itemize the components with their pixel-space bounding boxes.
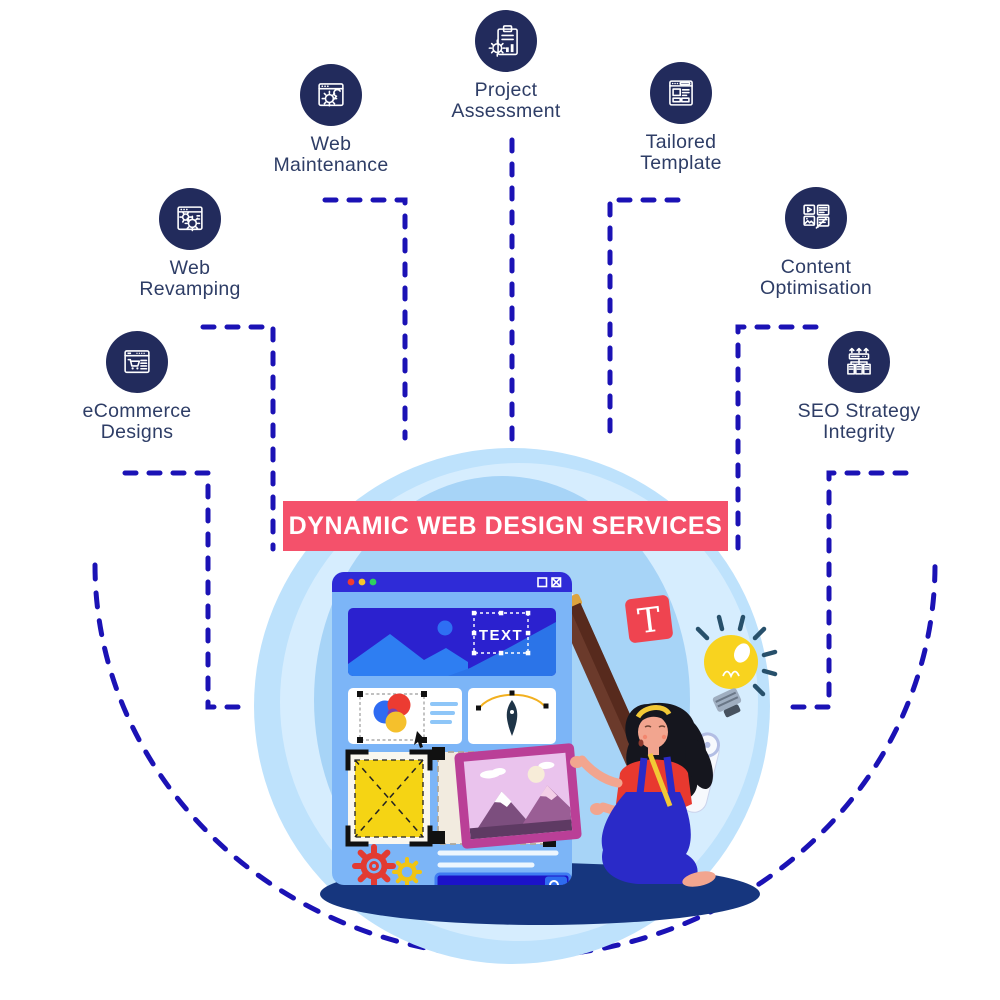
outer-dashed-arc — [92, 562, 938, 960]
picture-artwork — [454, 743, 582, 849]
service-icon-circle — [828, 331, 890, 393]
hero-image: TEXT — [348, 608, 556, 676]
sitemap-growth-icon — [847, 347, 871, 375]
connector-content-optimisation — [735, 324, 819, 552]
search-bar — [434, 872, 572, 885]
title-banner: DYNAMIC WEB DESIGN SERVICES — [283, 501, 728, 551]
service-icon-circle — [785, 187, 847, 249]
hero-text-label: TEXT — [479, 627, 523, 644]
pen-tool-card — [468, 688, 556, 744]
titlebar-yellow-dot — [358, 578, 366, 586]
service-icon-circle — [475, 10, 537, 72]
service-icon-circle — [106, 331, 168, 393]
type-tool-letter: T — [636, 600, 664, 643]
browser-wrench-gear-icon — [318, 83, 344, 107]
service-icon-circle — [650, 62, 712, 124]
cursor-arrow-icon — [414, 731, 426, 748]
content-blocks-pen-icon — [803, 204, 830, 229]
title-banner-text: DYNAMIC WEB DESIGN SERVICES — [288, 511, 723, 540]
connector-web-maintenance — [322, 197, 408, 441]
service-icon-circle — [300, 64, 362, 126]
type-tool-tile: T — [625, 595, 673, 643]
designer-woman — [577, 702, 716, 887]
yellow-sash — [647, 753, 673, 807]
blue-overalls — [601, 792, 698, 884]
color-wheel-card — [348, 688, 462, 748]
connector-web-revamping — [200, 324, 276, 552]
window-controls-icon — [537, 577, 562, 588]
browser-cart-icon — [124, 350, 150, 374]
yellow-gear-icon — [392, 857, 422, 885]
connector-ecommerce-designs — [122, 470, 247, 710]
clipboard-gear-chart-icon — [488, 25, 518, 57]
sun-dot — [437, 620, 453, 636]
browser-window: TEXT — [332, 572, 572, 885]
hand — [590, 803, 604, 815]
search-icon — [549, 880, 559, 885]
lightbulb-icon — [695, 614, 778, 718]
browser-layout-icon — [669, 80, 693, 106]
titlebar-red-dot — [347, 578, 355, 586]
connector-tailored-template — [607, 197, 681, 439]
text-selection-box: TEXT — [471, 610, 531, 656]
red-gear-icon — [352, 844, 396, 885]
service-icon-circle — [159, 188, 221, 250]
headband — [635, 705, 672, 719]
browser-titlebar — [332, 572, 572, 592]
titlebar-green-dot — [369, 578, 377, 586]
browser-gears-icon — [177, 206, 203, 232]
hand — [570, 756, 584, 768]
placeholder-text-lines — [437, 850, 559, 868]
connector-seo-strategy — [785, 470, 909, 710]
yellow-image-placeholder — [345, 749, 433, 847]
